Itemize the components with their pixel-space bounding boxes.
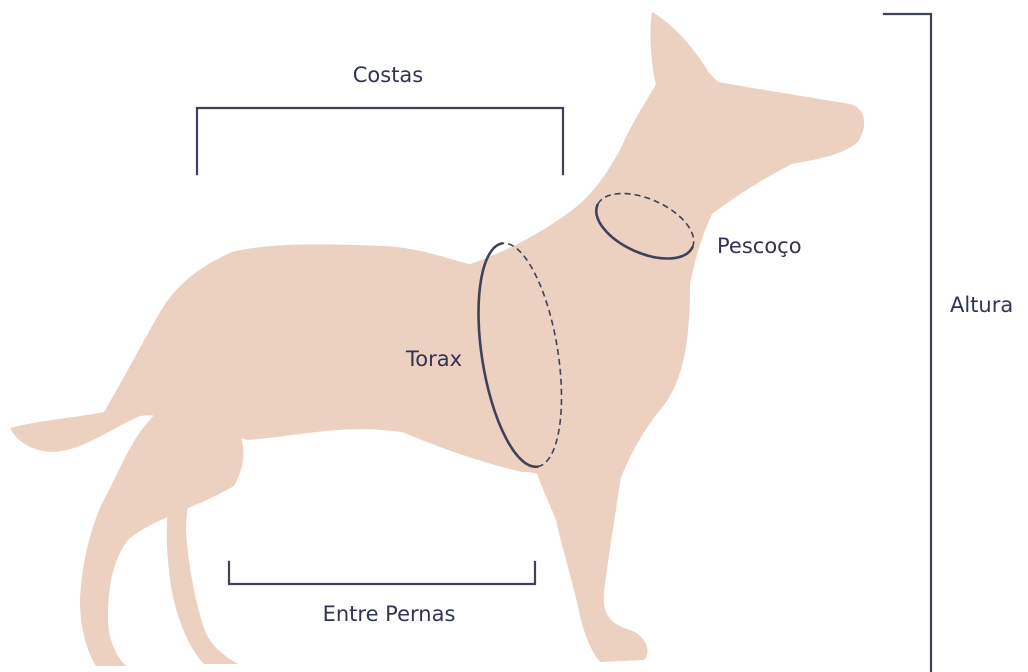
dog-front-leg bbox=[536, 470, 648, 662]
back-label: Costas bbox=[353, 63, 424, 87]
between-legs-bracket bbox=[227, 560, 537, 586]
chest-ring-front bbox=[477, 242, 539, 469]
neck-label: Pescoço bbox=[717, 234, 802, 258]
dog-ear bbox=[650, 12, 716, 104]
height-label: Altura bbox=[950, 293, 1013, 317]
dog-silhouette bbox=[10, 12, 865, 666]
neck-ring-front bbox=[594, 203, 694, 260]
dog-rear-leg-outer bbox=[80, 401, 244, 666]
chest-label: Torax bbox=[405, 347, 462, 371]
neck-ring-back bbox=[596, 192, 695, 248]
height-bracket bbox=[882, 12, 933, 672]
dog-body-shape bbox=[10, 14, 865, 486]
chest-ring-back bbox=[502, 242, 563, 468]
chest-ring bbox=[477, 242, 563, 469]
back-bracket bbox=[195, 106, 565, 176]
neck-ring bbox=[594, 192, 695, 260]
between-legs-label: Entre Pernas bbox=[323, 602, 456, 626]
